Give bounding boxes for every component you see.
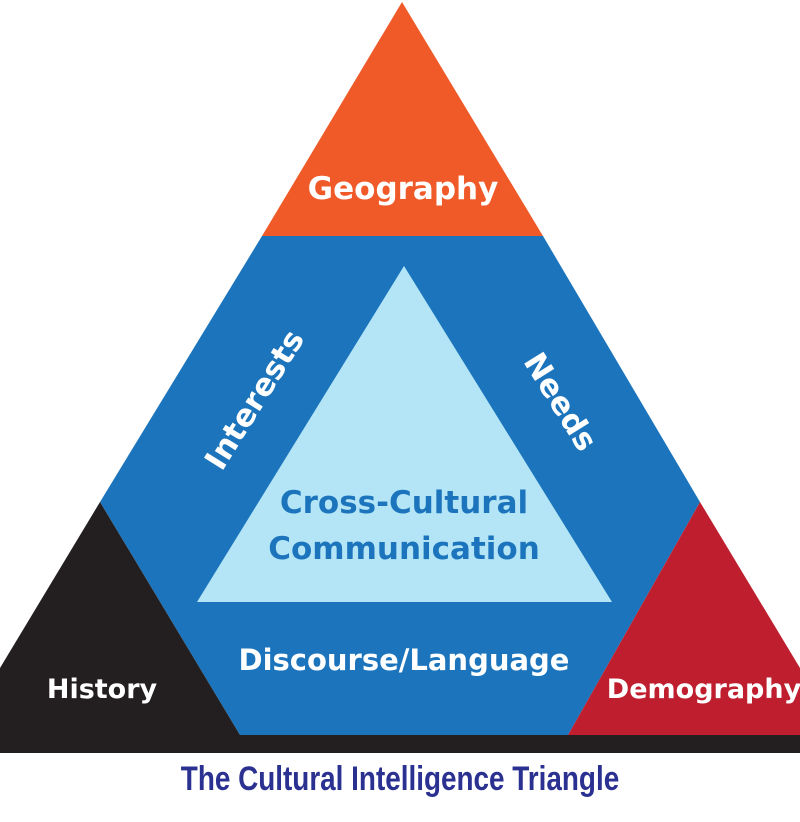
discourse-language-label: Discourse/Language [239,643,570,677]
geography-label: Geography [308,171,499,207]
center-triangle [197,266,612,602]
demography-corner [568,502,800,735]
history-label: History [47,674,158,705]
center-label-line1: Cross-Cultural [280,485,528,521]
base-strip [0,735,800,753]
demography-label: Demography [607,674,800,705]
geography-corner [262,2,543,236]
center-label-line2: Communication [268,531,540,567]
history-corner [0,502,240,735]
diagram-caption: The Cultural Intelligence Triangle [180,760,620,798]
